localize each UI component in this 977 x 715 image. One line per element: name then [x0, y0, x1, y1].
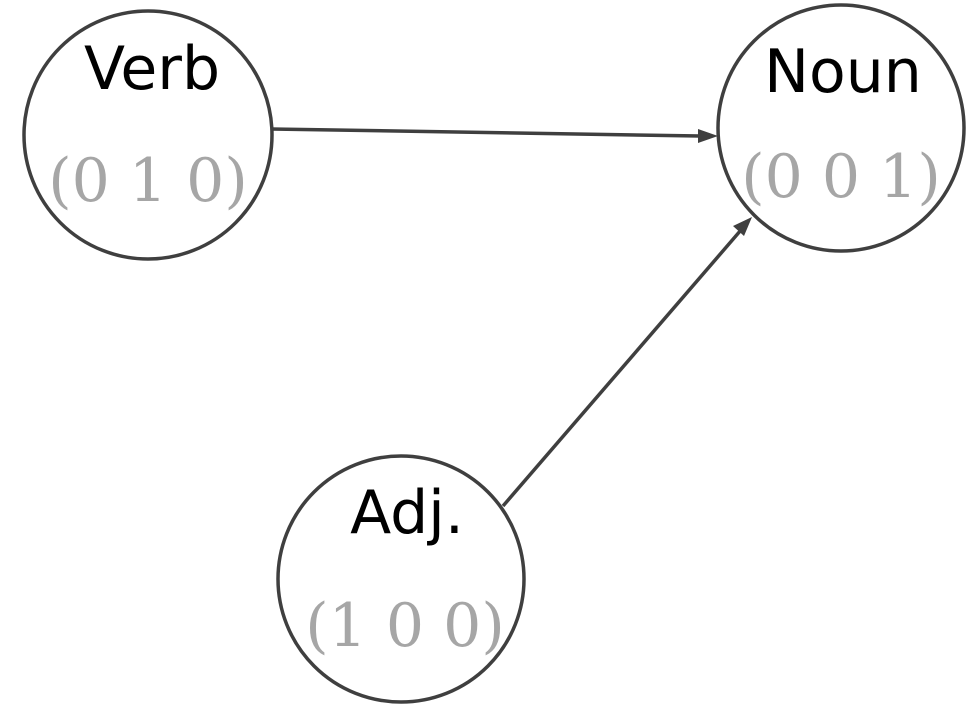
edge-adj-to-noun	[501, 217, 752, 508]
node-adj-circle	[276, 454, 526, 704]
node-adj-label: Adj.	[350, 478, 464, 548]
node-noun-circle	[716, 3, 966, 253]
node-noun-label: Noun	[764, 37, 922, 107]
node-adj-vector: (1 0 0)	[305, 591, 504, 661]
node-adj: Adj. (1 0 0)	[276, 454, 526, 704]
edge-adj-noun-arrowhead	[733, 217, 752, 236]
edge-verb-noun-line	[270, 127, 701, 138]
node-verb-circle	[22, 9, 274, 261]
edge-verb-noun-arrowhead	[698, 129, 718, 143]
node-verb: Verb (0 1 0)	[22, 9, 274, 261]
node-verb-label: Verb	[84, 34, 220, 104]
edge-verb-to-noun	[270, 127, 718, 143]
node-verb-vector: (0 1 0)	[48, 146, 247, 216]
node-noun-vector: (0 0 1)	[741, 142, 940, 212]
edge-adj-noun-line	[501, 228, 743, 508]
node-noun: Noun (0 0 1)	[716, 3, 966, 253]
